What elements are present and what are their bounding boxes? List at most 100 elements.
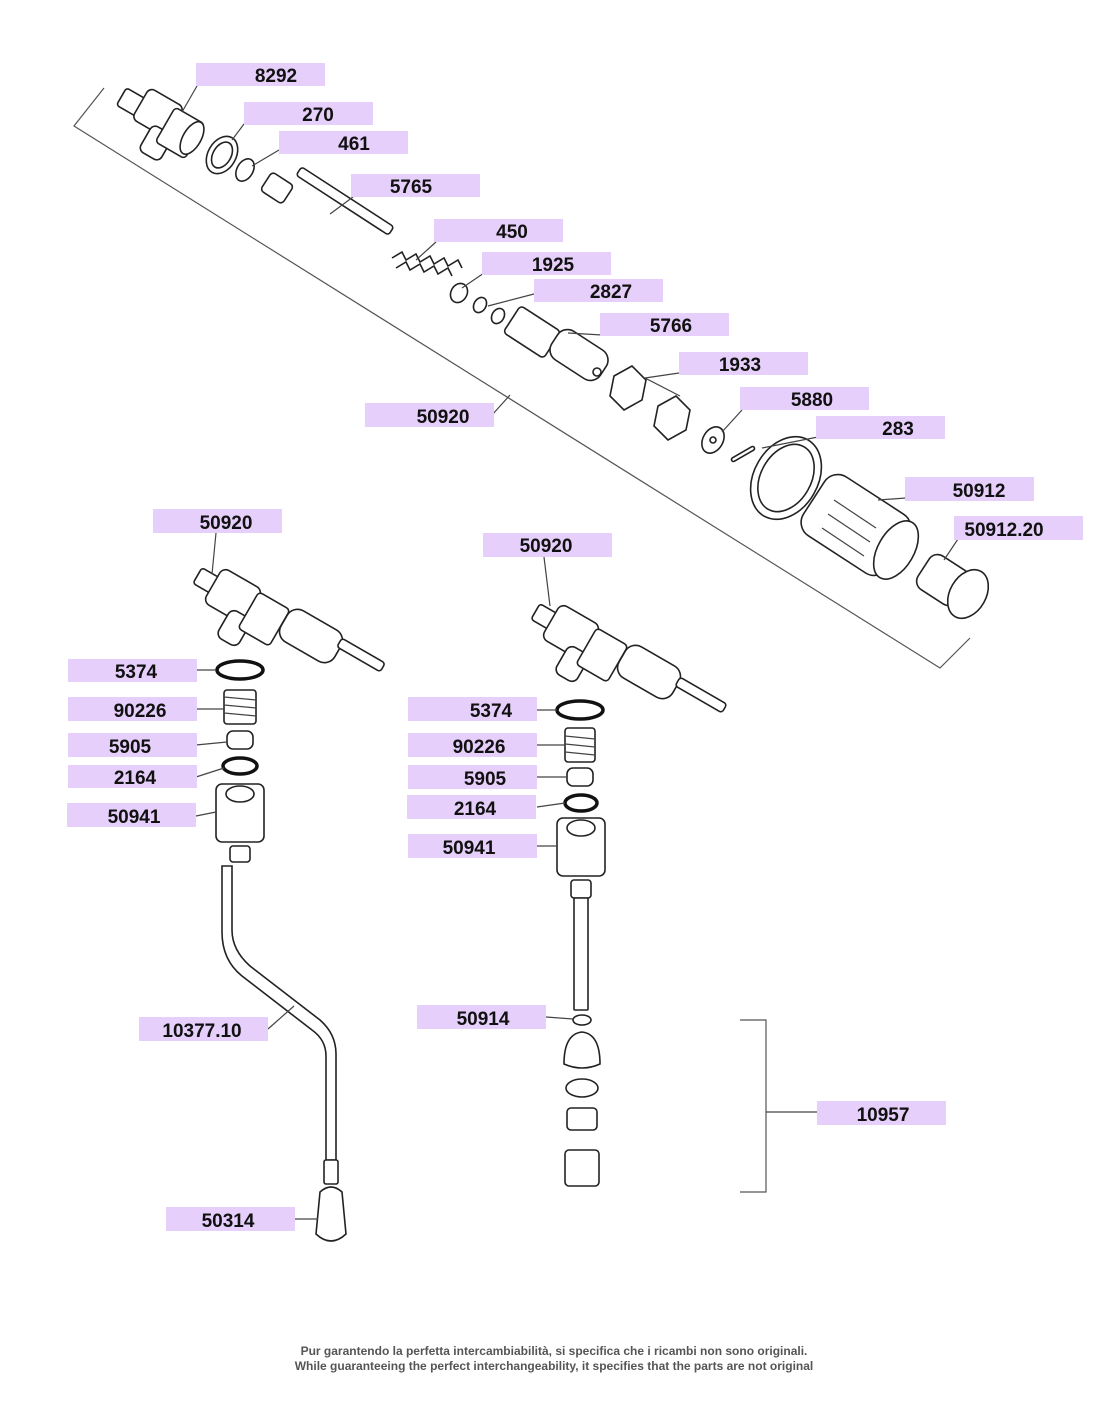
svg-text:50920: 50920 bbox=[200, 513, 253, 534]
svg-text:1933: 1933 bbox=[719, 355, 761, 376]
spring-450-drawing bbox=[391, 250, 463, 277]
valve-body-8292-drawing bbox=[116, 88, 205, 161]
oring-5374-right-drawing bbox=[555, 699, 605, 721]
exploded-parts-diagram: 8292 270 461 5765 450 1925 2827 5766 193… bbox=[67, 63, 1083, 1242]
cap-50912-20-drawing bbox=[915, 553, 990, 620]
disclaimer-footer: Pur garantendo la perfetta intercambiabi… bbox=[0, 1344, 1108, 1374]
svg-text:10377.10: 10377.10 bbox=[162, 1021, 241, 1042]
svg-text:50314: 50314 bbox=[202, 1211, 255, 1232]
svg-text:50920: 50920 bbox=[520, 536, 573, 557]
svg-text:8292: 8292 bbox=[255, 66, 297, 87]
disclaimer-italian: Pur garantendo la perfetta intercambiabi… bbox=[300, 1344, 808, 1358]
label-2164-right: 2164 bbox=[407, 795, 536, 820]
label-5905-right: 5905 bbox=[408, 765, 537, 790]
label-90226-left: 90226 bbox=[68, 697, 197, 722]
oring-2164-left-drawing bbox=[221, 756, 259, 776]
svg-text:5374: 5374 bbox=[115, 662, 158, 683]
label-50941-left: 50941 bbox=[67, 803, 196, 828]
aerator-cap-drawing bbox=[563, 1031, 601, 1069]
svg-text:5905: 5905 bbox=[464, 769, 507, 790]
assembly-bracket-top bbox=[73, 87, 971, 669]
washer-1925-drawing bbox=[449, 282, 469, 304]
svg-text:2164: 2164 bbox=[454, 799, 497, 820]
spout-tube-10377-10-drawing bbox=[221, 865, 337, 1161]
svg-text:2827: 2827 bbox=[590, 282, 632, 303]
valve-right-drawing bbox=[531, 604, 727, 713]
label-2164-left: 2164 bbox=[68, 765, 197, 789]
oring-2164-right-drawing bbox=[563, 793, 599, 813]
gasket-270-inner-drawing bbox=[210, 141, 234, 169]
label-90226-right: 90226 bbox=[408, 733, 537, 758]
pin-283-drawing bbox=[730, 445, 756, 463]
spring-90226-right-drawing bbox=[564, 727, 596, 763]
label-5374-right: 5374 bbox=[408, 697, 537, 722]
nut-50941-left-drawing bbox=[215, 783, 265, 863]
svg-text:461: 461 bbox=[338, 134, 370, 155]
label-10377-10: 10377.10 bbox=[139, 1017, 268, 1042]
oring-50914-drawing bbox=[572, 1014, 592, 1026]
label-50912-20: 50912.20 bbox=[954, 516, 1083, 541]
svg-text:283: 283 bbox=[882, 419, 914, 440]
tip-50314-drawing bbox=[315, 1159, 347, 1242]
svg-text:270: 270 bbox=[302, 105, 334, 126]
svg-text:450: 450 bbox=[496, 222, 528, 243]
label-5880: 5880 bbox=[740, 387, 869, 411]
svg-text:5374: 5374 bbox=[470, 701, 513, 722]
aerator-washer-drawing bbox=[565, 1078, 599, 1098]
label-270: 270 bbox=[244, 102, 373, 126]
svg-text:2164: 2164 bbox=[114, 768, 157, 789]
seal-461-drawing bbox=[235, 158, 255, 182]
seal-5905-right-drawing bbox=[566, 767, 594, 787]
washer-5880-hole-drawing bbox=[709, 436, 717, 444]
label-283: 283 bbox=[816, 416, 945, 440]
label-2827: 2827 bbox=[534, 279, 663, 303]
svg-text:50920: 50920 bbox=[417, 407, 470, 428]
oring-2827-b-drawing bbox=[490, 307, 506, 325]
valve-left-drawing bbox=[193, 568, 385, 672]
svg-text:50912: 50912 bbox=[953, 481, 1006, 502]
knob-50912-drawing bbox=[800, 473, 920, 580]
nuts-1933-drawing bbox=[609, 365, 691, 441]
nut-50941-right-drawing bbox=[556, 817, 606, 1011]
label-10957: 10957 bbox=[817, 1101, 946, 1126]
oring-5374-left-drawing bbox=[215, 659, 265, 681]
leader-lines bbox=[181, 85, 959, 1220]
label-5765: 5765 bbox=[351, 174, 480, 198]
aerator-screen-drawing bbox=[566, 1107, 598, 1131]
ring-50912-cap-inner-drawing bbox=[757, 443, 815, 513]
oring-2827-a-drawing bbox=[472, 296, 488, 314]
label-450: 450 bbox=[434, 219, 563, 243]
label-50920-left: 50920 bbox=[153, 509, 282, 534]
aerator-body-drawing bbox=[564, 1149, 600, 1187]
label-50914: 50914 bbox=[417, 1005, 546, 1030]
svg-text:1925: 1925 bbox=[532, 255, 575, 276]
svg-text:5880: 5880 bbox=[791, 390, 833, 411]
label-5374-left: 5374 bbox=[68, 659, 197, 683]
label-50941-right: 50941 bbox=[408, 834, 537, 859]
aerator-kit-bracket bbox=[740, 1019, 767, 1193]
valve-seat-5766-drawing bbox=[503, 306, 609, 382]
label-50920-right: 50920 bbox=[483, 533, 612, 557]
label-1925: 1925 bbox=[482, 252, 611, 276]
svg-text:50941: 50941 bbox=[108, 807, 161, 828]
svg-text:10957: 10957 bbox=[857, 1105, 910, 1126]
seal-5905-left-drawing bbox=[226, 730, 254, 750]
label-461: 461 bbox=[279, 131, 408, 155]
svg-text:5766: 5766 bbox=[650, 316, 692, 337]
svg-text:5905: 5905 bbox=[109, 737, 152, 758]
label-8292: 8292 bbox=[196, 63, 325, 87]
label-50920-exploded: 50920 bbox=[365, 403, 494, 428]
svg-text:50941: 50941 bbox=[443, 838, 496, 859]
svg-text:50912.20: 50912.20 bbox=[964, 520, 1043, 541]
svg-text:90226: 90226 bbox=[114, 701, 167, 722]
svg-text:50914: 50914 bbox=[457, 1009, 510, 1030]
svg-text:5765: 5765 bbox=[390, 177, 433, 198]
label-50314: 50314 bbox=[166, 1207, 295, 1232]
label-50912: 50912 bbox=[905, 477, 1034, 502]
svg-text:90226: 90226 bbox=[453, 737, 506, 758]
disclaimer-english: While guaranteeing the perfect interchan… bbox=[294, 1359, 814, 1373]
spring-90226-left-drawing bbox=[223, 689, 257, 725]
label-5766: 5766 bbox=[600, 313, 729, 337]
label-1933: 1933 bbox=[679, 352, 808, 376]
label-5905-left: 5905 bbox=[68, 733, 197, 758]
